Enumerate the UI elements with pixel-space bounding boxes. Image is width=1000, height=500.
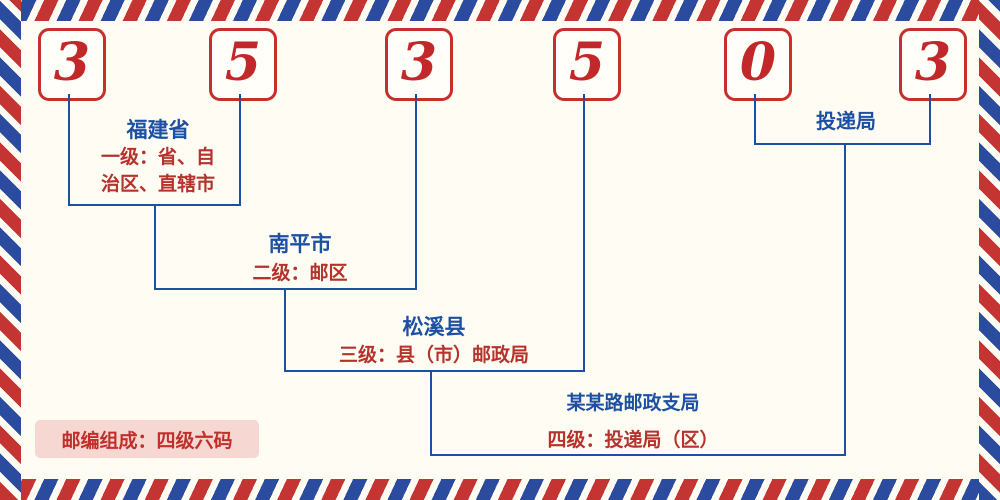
postal-digit-4: 5	[568, 31, 606, 93]
connector-line-digit5-down	[754, 94, 756, 145]
postal-digit-box-2: 5	[209, 28, 277, 101]
connector-line-digit6-down	[929, 94, 931, 145]
level4-description: 四级：投递局（区）	[547, 429, 719, 451]
airmail-border-top	[0, 0, 1000, 21]
postal-digit-1: 3	[53, 31, 91, 93]
postal-digit-box-6: 3	[899, 28, 967, 101]
postal-digit-box-5: 0	[724, 28, 792, 101]
postal-digit-box-3: 3	[385, 28, 453, 101]
postal-digit-box-1: 3	[38, 28, 106, 101]
connector-line-digit1-down	[68, 94, 70, 206]
connector-line-level3-bottom	[284, 370, 585, 372]
postal-digit-5: 0	[739, 31, 777, 93]
level1-description-line2: 治区、直辖市	[100, 173, 215, 195]
level3-description: 三级：县（市）邮政局	[338, 344, 529, 366]
airmail-border-right	[979, 0, 1000, 500]
connector-line-level1-to-level2	[154, 204, 156, 290]
connector-line-level4-bottom	[430, 454, 846, 456]
connector-line-digit4-down	[583, 94, 585, 372]
postal-code-composition-badge: 邮编组成：四级六码	[35, 420, 259, 458]
level2-description: 二级：邮区	[252, 262, 348, 284]
airmail-border-left	[0, 0, 21, 500]
level1-description: 一级：省、自 治区、直辖市	[68, 144, 248, 198]
level3-county-name: 松溪县	[402, 315, 466, 339]
connector-line-level2-to-level3	[284, 288, 286, 372]
level2-city-name: 南平市	[268, 232, 332, 256]
level1-description-line1: 一级：省、自	[100, 146, 215, 168]
level4-branch-name: 某某路邮政支局	[566, 392, 700, 414]
postal-code-composition-text: 邮编组成：四级六码	[61, 429, 233, 452]
postal-digit-3: 3	[400, 31, 438, 93]
postal-digit-box-4: 5	[553, 28, 621, 101]
postal-digit-2: 5	[224, 31, 262, 93]
level4-delivery-office-name: 投递局	[816, 109, 876, 133]
level1-province-name: 福建省	[126, 118, 190, 142]
connector-line-delivery-down	[844, 144, 846, 456]
airmail-border-bottom	[0, 479, 1000, 500]
connector-line-digit3-down	[415, 94, 417, 290]
connector-line-level3-to-level4	[430, 370, 432, 456]
connector-line-digits56-bracket	[754, 143, 931, 145]
postal-digit-6: 3	[914, 31, 952, 93]
connector-line-digit2-down	[239, 94, 241, 206]
